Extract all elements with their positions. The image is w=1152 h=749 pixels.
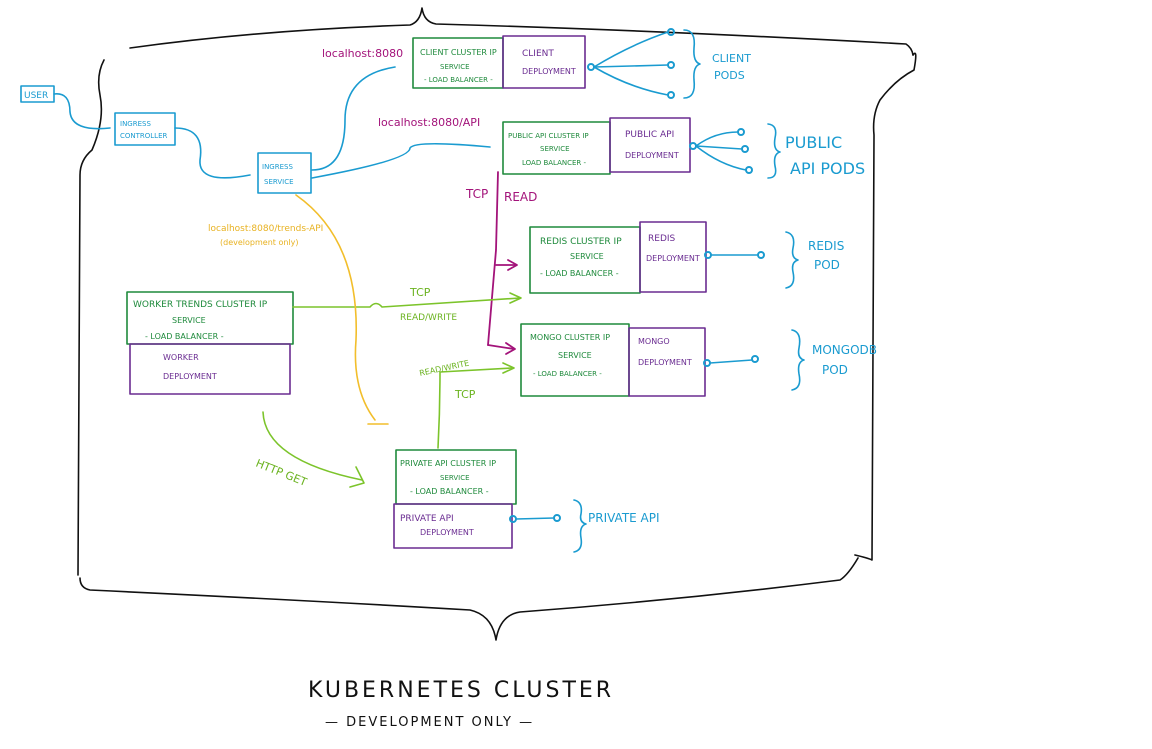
private-api-pod-label: PRIVATE API	[588, 511, 660, 525]
public-pods-label-2: API PODS	[790, 159, 865, 178]
redis-deployment-label-2: DEPLOYMENT	[646, 254, 700, 263]
localhost-api-label: localhost:8080/API	[378, 116, 480, 129]
redis-pod-label-1: REDIS	[808, 239, 844, 253]
diagram-title: KUBERNETES CLUSTER	[308, 678, 614, 703]
mongo-service-label-2: SERVICE	[558, 351, 592, 360]
tcp-read-lines	[487, 171, 518, 355]
public-deployment-label-2: DEPLOYMENT	[625, 151, 679, 160]
public-api-pods: PUBLIC API PODS	[689, 123, 865, 179]
mongo-deployment-node: MONGO DEPLOYMENT	[628, 327, 706, 397]
worker-tcp-lines	[262, 292, 522, 488]
private-service-label-2: SERVICE	[440, 474, 470, 482]
private-deployment-label-2: DEPLOYMENT	[420, 528, 474, 537]
ingress-flow-lines	[53, 66, 491, 179]
ingress-controller-node: INGRESS CONTROLLER	[114, 112, 176, 146]
user-label: USER	[24, 91, 48, 101]
private-deployment-label-1: PRIVATE API	[400, 514, 454, 524]
worker-deployment-node: WORKER DEPLOYMENT	[129, 343, 291, 395]
diagram-subtitle: — DEVELOPMENT ONLY —	[325, 715, 534, 730]
trends-api-label-1: localhost:8080/trends-API	[208, 224, 323, 234]
redis-service-label-3: - LOAD BALANCER -	[540, 269, 619, 278]
redis-pod: REDIS POD	[704, 231, 844, 289]
client-deployment-label-2: DEPLOYMENT	[522, 67, 576, 76]
mongo-service-label-1: MONGO CLUSTER IP	[530, 333, 610, 342]
private-api-pod: PRIVATE API	[509, 499, 660, 553]
ingress-service-node: INGRESS SERVICE	[257, 152, 312, 194]
ingress-service-label-2: SERVICE	[264, 178, 294, 186]
client-service-label-2: SERVICE	[440, 63, 470, 71]
private-tcp-label: TCP	[454, 388, 476, 401]
client-service-label-3: - LOAD BALANCER -	[424, 76, 493, 84]
trends-api-line	[295, 194, 389, 425]
mongo-service-label-3: - LOAD BALANCER -	[533, 370, 602, 378]
read-label: READ	[504, 190, 537, 204]
client-pods-label-1: CLIENT	[712, 52, 751, 65]
trends-api-label-2: (development only)	[220, 238, 298, 247]
worker-read-write-label: READ/WRITE	[400, 313, 457, 323]
worker-deployment-label-2: DEPLOYMENT	[163, 372, 217, 381]
public-service-label-2: SERVICE	[540, 145, 570, 153]
redis-deployment-node: REDIS DEPLOYMENT	[639, 221, 707, 293]
redis-service-node: REDIS CLUSTER IP SERVICE - LOAD BALANCER…	[529, 226, 641, 294]
mongodb-pod-label-1: MONGODB	[812, 343, 877, 357]
cluster-boundary	[77, 7, 917, 641]
user-node: USER	[20, 85, 55, 103]
redis-service-label-2: SERVICE	[570, 252, 604, 261]
public-pods-label-1: PUBLIC	[785, 133, 842, 152]
ingress-service-label-1: INGRESS	[262, 163, 293, 171]
private-service-label-3: - LOAD BALANCER -	[410, 487, 489, 496]
mongo-deployment-label-1: MONGO	[638, 337, 670, 346]
client-deployment-node: CLIENT DEPLOYMENT	[502, 35, 586, 89]
redis-deployment-label-1: REDIS	[648, 234, 676, 244]
mongodb-pod: MONGODB POD	[703, 329, 877, 391]
worker-service-label-2: SERVICE	[172, 316, 206, 325]
private-service-label-1: PRIVATE API CLUSTER IP	[400, 459, 496, 468]
worker-service-node: WORKER TRENDS CLUSTER IP SERVICE - LOAD …	[126, 291, 294, 345]
public-service-label-1: PUBLIC API CLUSTER IP	[508, 132, 589, 140]
ingress-controller-label-1: INGRESS	[120, 120, 151, 128]
http-get-label: HTTP GET	[254, 457, 309, 489]
worker-service-label-1: WORKER TRENDS CLUSTER IP	[133, 300, 268, 310]
redis-pod-label-2: POD	[814, 258, 840, 272]
private-service-node: PRIVATE API CLUSTER IP SERVICE - LOAD BA…	[395, 449, 517, 505]
public-service-node: PUBLIC API CLUSTER IP SERVICE LOAD BALAN…	[502, 121, 611, 175]
client-service-node: CLIENT CLUSTER IP SERVICE - LOAD BALANCE…	[412, 37, 504, 89]
worker-service-label-3: - LOAD BALANCER -	[145, 332, 224, 341]
public-deployment-node: PUBLIC API DEPLOYMENT	[609, 117, 691, 173]
public-deployment-label-1: PUBLIC API	[625, 130, 674, 140]
client-deployment-label-1: CLIENT	[522, 49, 554, 59]
mongodb-pod-label-2: POD	[822, 363, 848, 377]
public-service-label-3: LOAD BALANCER -	[522, 159, 587, 167]
worker-tcp-label: TCP	[409, 286, 431, 299]
client-pods-label-2: PODS	[714, 69, 745, 82]
ingress-controller-label-2: CONTROLLER	[120, 132, 168, 140]
redis-service-label-1: REDIS CLUSTER IP	[540, 237, 622, 247]
client-pods: CLIENT PODS	[587, 28, 751, 99]
client-service-label-1: CLIENT CLUSTER IP	[420, 48, 497, 57]
mongo-service-node: MONGO CLUSTER IP SERVICE - LOAD BALANCER…	[520, 323, 630, 397]
mongo-deployment-label-2: DEPLOYMENT	[638, 358, 692, 367]
localhost-client-label: localhost:8080	[322, 47, 403, 60]
tcp-read-label: TCP	[465, 187, 488, 201]
private-read-write-label: READ/WRITE	[419, 359, 470, 378]
worker-deployment-label-1: WORKER	[163, 353, 199, 362]
private-deployment-node: PRIVATE API DEPLOYMENT	[393, 503, 513, 549]
